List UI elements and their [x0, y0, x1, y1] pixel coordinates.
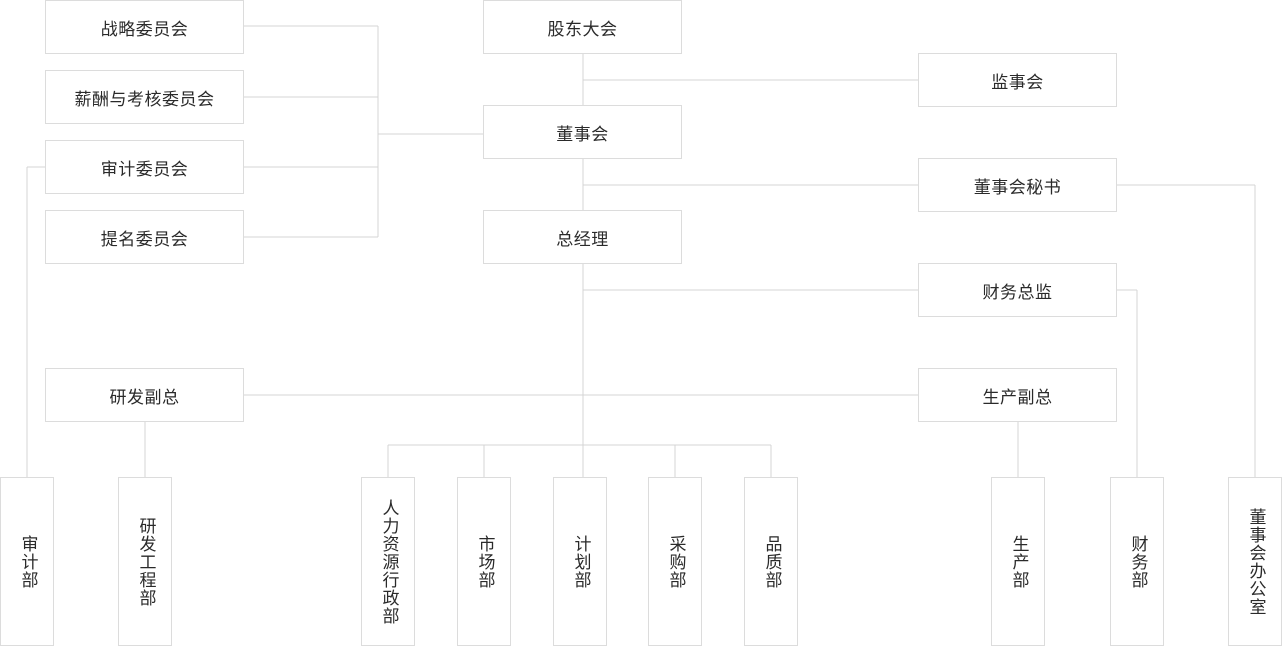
dept-hr-admin: 人力资源行政部	[361, 477, 415, 646]
node-label: 财务总监	[982, 282, 1053, 303]
node-label: 董事会秘书	[973, 177, 1062, 198]
dept-market: 市场部	[457, 477, 511, 646]
node-general-manager: 总经理	[483, 210, 682, 264]
dept-production: 生产部	[991, 477, 1045, 646]
dept-quality: 品质部	[744, 477, 798, 646]
dept-rd-engineering: 研发工程部	[118, 477, 172, 646]
node-label: 薪酬与考核委员会	[74, 89, 215, 110]
dept-label: 采购部	[665, 534, 686, 589]
dept-label: 财务部	[1127, 534, 1148, 589]
dept-label: 人力资源行政部	[378, 498, 399, 625]
node-label: 战略委员会	[100, 19, 189, 40]
dept-planning: 计划部	[553, 477, 607, 646]
node-label: 监事会	[991, 72, 1044, 93]
node-vp-production: 生产副总	[918, 368, 1117, 422]
dept-purchasing: 采购部	[648, 477, 702, 646]
dept-board-office: 董事会办公室	[1228, 477, 1282, 646]
node-label: 总经理	[556, 229, 609, 250]
dept-label: 研发工程部	[135, 516, 156, 607]
dept-label: 计划部	[570, 534, 591, 589]
node-shareholders-meeting: 股东大会	[483, 0, 682, 54]
node-strategy-committee: 战略委员会	[45, 0, 244, 54]
dept-label: 审计部	[17, 534, 38, 589]
node-label: 研发副总	[109, 387, 180, 408]
dept-audit: 审计部	[0, 477, 54, 646]
node-label: 审计委员会	[100, 159, 189, 180]
dept-label: 董事会办公室	[1245, 507, 1266, 616]
node-compensation-committee: 薪酬与考核委员会	[45, 70, 244, 124]
node-cfo: 财务总监	[918, 263, 1117, 317]
node-audit-committee: 审计委员会	[45, 140, 244, 194]
node-label: 提名委员会	[100, 229, 189, 250]
node-label: 董事会	[556, 124, 609, 145]
node-nomination-committee: 提名委员会	[45, 210, 244, 264]
node-label: 生产副总	[982, 387, 1053, 408]
dept-label: 市场部	[474, 534, 495, 589]
node-supervisory-board: 监事会	[918, 53, 1117, 107]
dept-label: 生产部	[1008, 534, 1029, 589]
node-vp-rd: 研发副总	[45, 368, 244, 422]
node-label: 股东大会	[547, 19, 618, 40]
dept-label: 品质部	[761, 534, 782, 589]
node-board: 董事会	[483, 105, 682, 159]
node-board-secretary: 董事会秘书	[918, 158, 1117, 212]
dept-finance: 财务部	[1110, 477, 1164, 646]
